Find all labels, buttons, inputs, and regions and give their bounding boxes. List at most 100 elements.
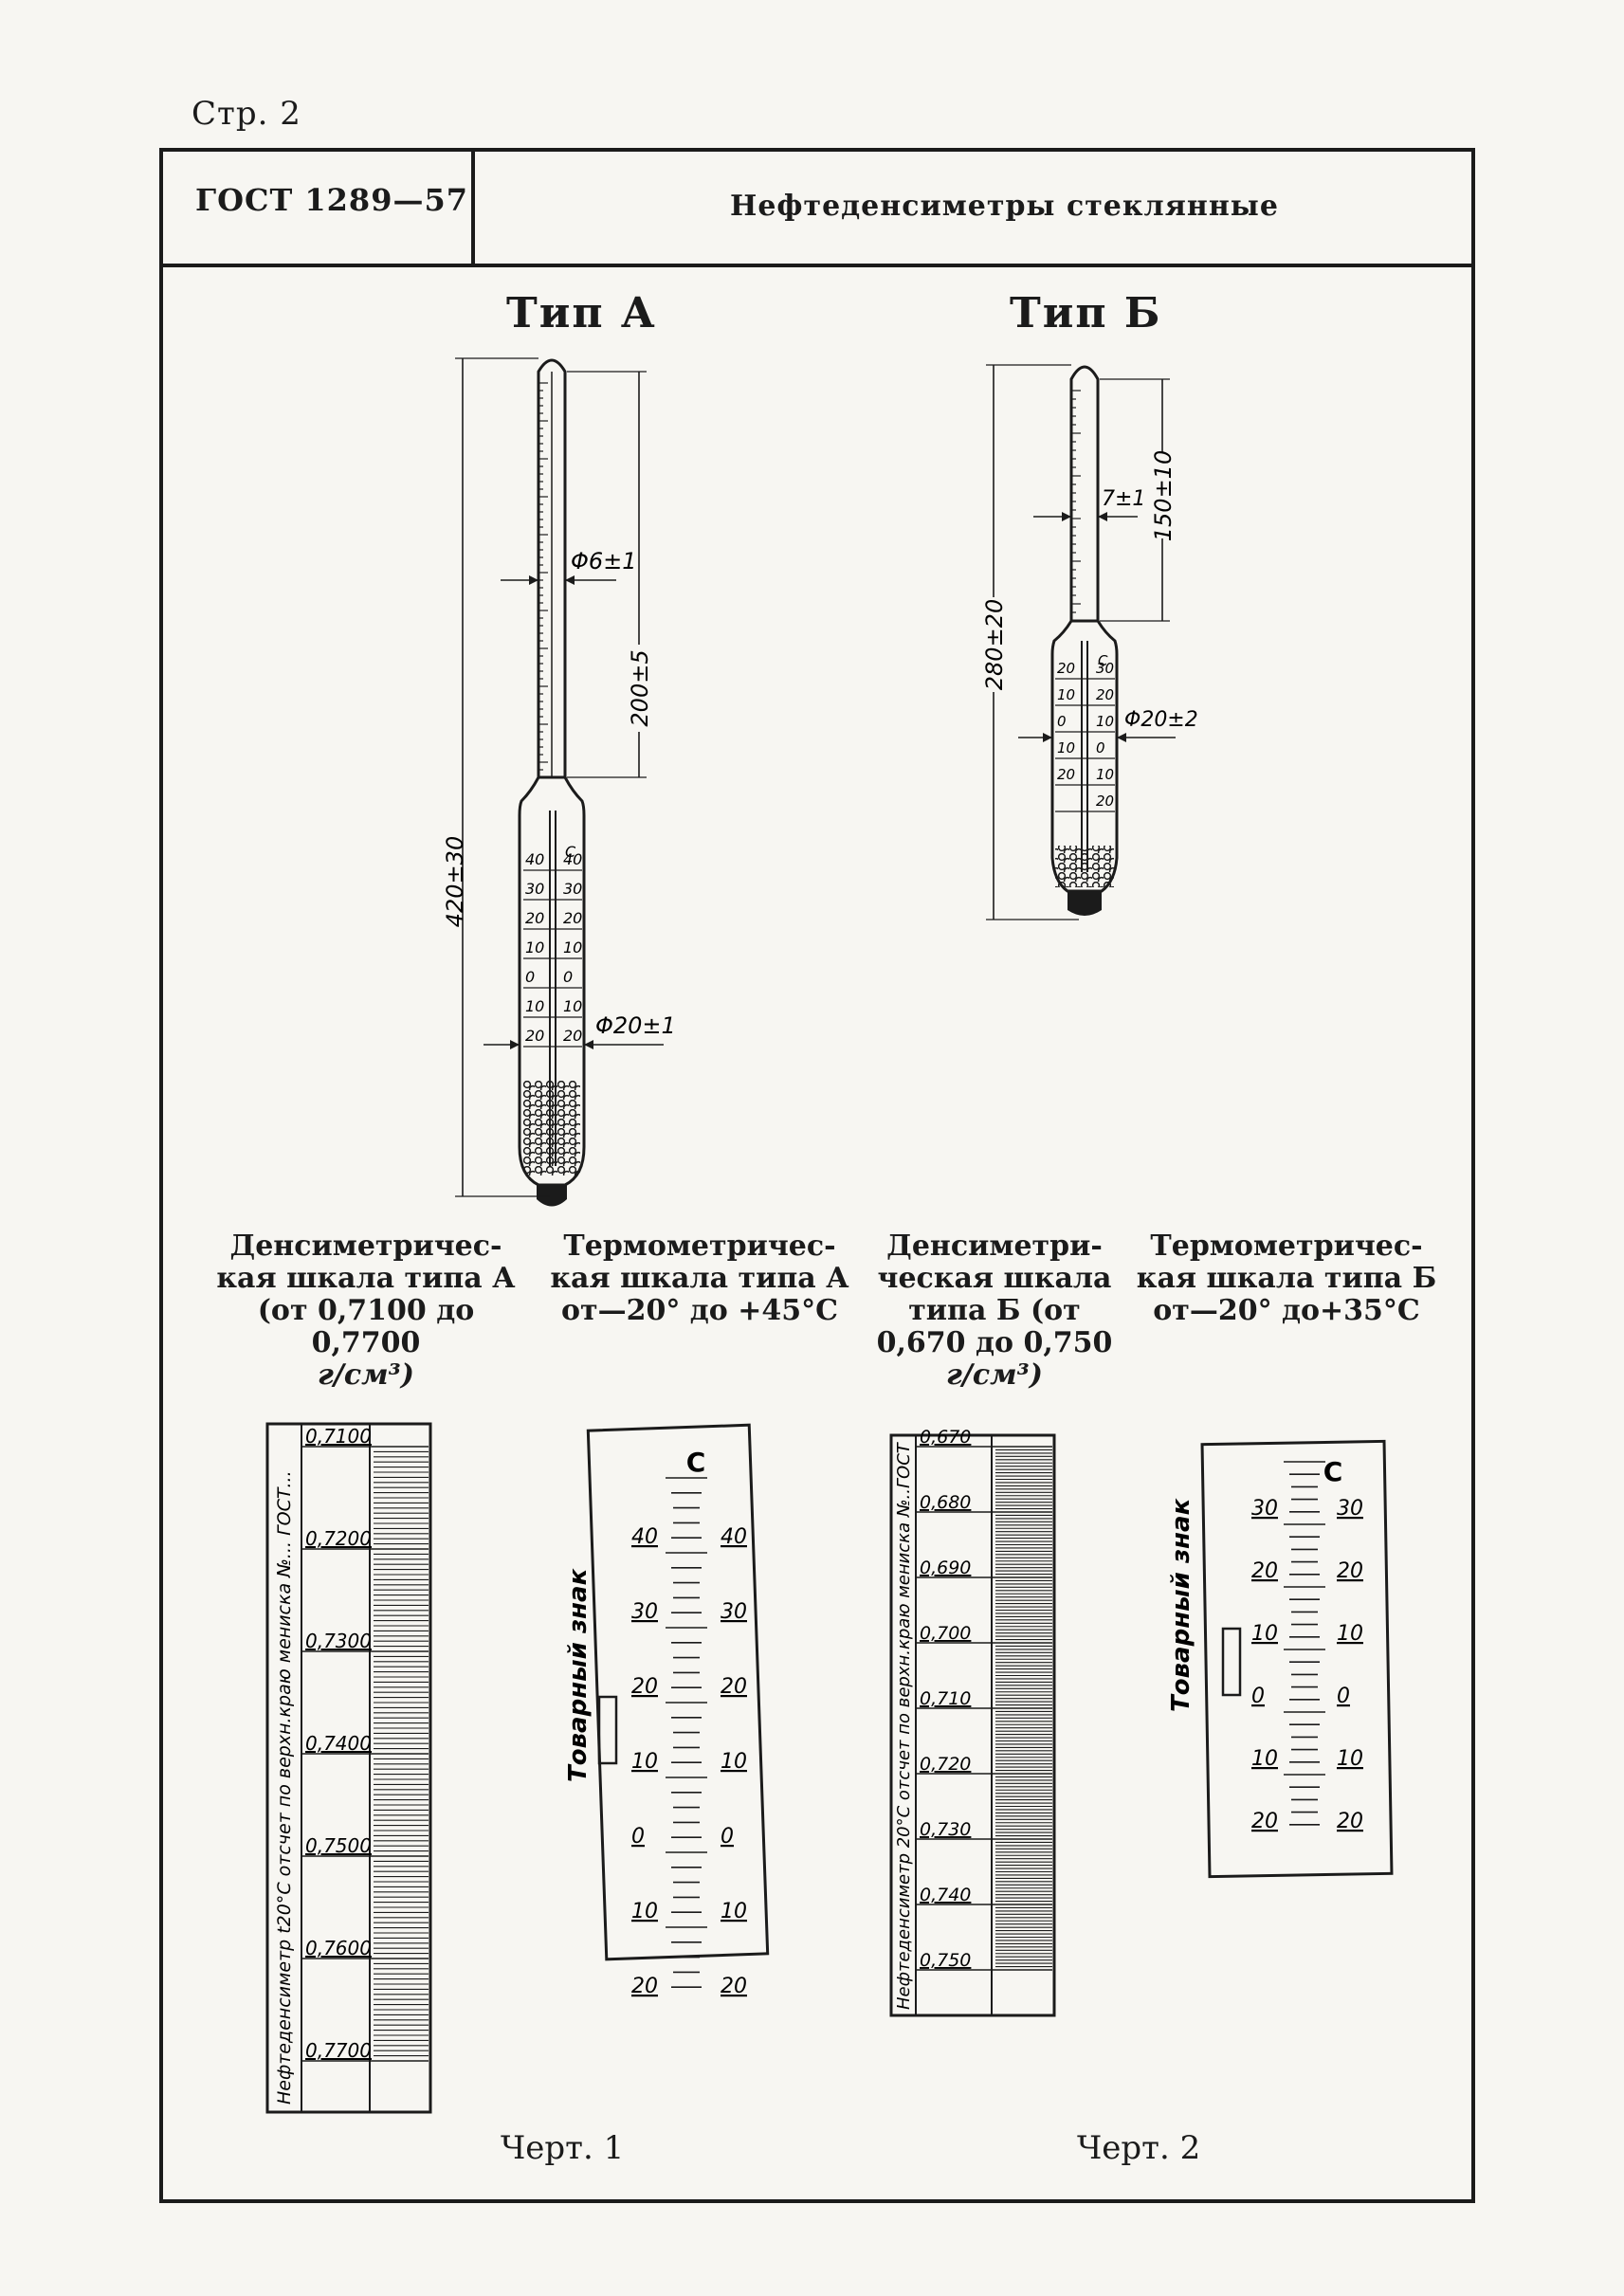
therm-left-label: 20 [631, 1975, 658, 1998]
therm-scale-b-unit: C [1323, 1456, 1343, 1487]
type-b-stem-diameter: 7±1 [1102, 487, 1145, 511]
caption-therm-b-line: от—20° до+35°С [1153, 1294, 1420, 1327]
type-b-stem-length: 150±10 [1150, 450, 1177, 541]
page-number: Стр. 2 [192, 95, 301, 133]
dens-value-label: 0,7100 [305, 1425, 372, 1448]
therm-left-label: 20 [1251, 1559, 1278, 1583]
therm-left-label: 10 [631, 1900, 658, 1923]
dens-value-label: 0,710 [920, 1688, 971, 1709]
caption-dens-b-line: г/см³) [946, 1358, 1043, 1392]
type-b-total-length: 280±20 [981, 599, 1008, 690]
caption-therm-b-line: Термометричес- [1150, 1230, 1423, 1263]
body-scale-right-label: 20 [1096, 793, 1114, 810]
caption-dens-a-line: Денсиметричес- [229, 1230, 502, 1263]
type-b-body-diameter: Φ20±2 [1124, 708, 1198, 732]
therm-right-label: 40 [721, 1525, 747, 1549]
body-scale-right-label: 10 [1096, 766, 1114, 783]
caption-dens-b: Денсиметри- ческая шкала типа Б (от 0,67… [867, 1230, 1122, 1392]
caption-therm-a-line: от—20° до +45°С [560, 1294, 838, 1327]
therm-scale-a-unit: C [686, 1447, 706, 1478]
therm-left-label: 10 [631, 1750, 658, 1774]
caption-dens-b-line: типа Б (от [908, 1294, 1081, 1327]
type-a-total-length: 420±30 [442, 836, 468, 927]
therm-right-label: 10 [1337, 1622, 1363, 1646]
body-scale-left-label: 0 [525, 968, 535, 986]
dens-value-label: 0,750 [920, 1950, 971, 1971]
therm-right-label: 20 [721, 1675, 747, 1699]
caption-dens-b-line: Денсиметри- [886, 1230, 1103, 1263]
body-scale-left-label: 10 [1057, 686, 1075, 703]
body-scale-left-label: 30 [525, 880, 544, 898]
type-a-stem-diameter: Φ6±1 [571, 548, 637, 574]
body-scale-right-label: 0 [1096, 739, 1105, 756]
caption-dens-a: Денсиметричес- кая шкала типа А (от 0,71… [207, 1230, 525, 1392]
dens-value-label: 0,7400 [305, 1732, 372, 1755]
standard-number: ГОСТ 1289—57 [195, 182, 468, 218]
body-scale-right-label: 30 [1096, 660, 1114, 677]
dens-value-label: 0,700 [920, 1623, 971, 1644]
body-scale-right-label: 40 [563, 850, 582, 868]
therm-scale-a-trademark: Товарный знак [564, 1567, 593, 1782]
dens-value-label: 0,730 [920, 1819, 971, 1840]
caption-dens-b-line: ческая шкала [877, 1262, 1112, 1295]
dens-scale-b: Нефтеденсиметр 20°C отсчет по верхн.краю… [889, 1427, 1056, 2017]
body-scale-unit: C [1098, 652, 1108, 669]
dens-value-label: 0,690 [920, 1558, 971, 1578]
therm-right-label: 20 [721, 1975, 747, 1998]
body-scale-left-label: 20 [1057, 660, 1075, 677]
body-scale-right-label: 10 [563, 997, 582, 1015]
dens-value-label: 0,7600 [305, 1937, 372, 1959]
therm-left-label: 10 [1251, 1622, 1278, 1646]
dens-value-label: 0,720 [920, 1754, 971, 1775]
dens-value-label: 0,7700 [305, 2039, 372, 2062]
body-scale-left-label: 10 [1057, 739, 1075, 756]
body-scale-left-label: 0 [1057, 713, 1067, 730]
therm-left-label: 20 [631, 1675, 658, 1699]
therm-left-label: 40 [631, 1525, 658, 1549]
therm-right-label: 0 [721, 1825, 734, 1849]
therm-right-label: 30 [1337, 1497, 1363, 1521]
document-title: Нефтеденсиметры стеклянные [730, 190, 1279, 223]
caption-therm-b: Термометричес- кая шкала типа Б от—20° д… [1130, 1230, 1443, 1327]
therm-left-label: 30 [631, 1600, 658, 1624]
caption-dens-b-line: 0,670 до 0,750 [876, 1326, 1113, 1359]
therm-left-label: 10 [1251, 1747, 1278, 1771]
type-b-label: Тип Б [1010, 289, 1162, 337]
type-a-label: Тип А [506, 289, 657, 337]
body-scale-right-label: 20 [1096, 686, 1114, 703]
body-scale-right-label: 20 [563, 1027, 582, 1045]
therm-left-label: 30 [1251, 1497, 1278, 1521]
header-divider [471, 152, 475, 264]
caption-therm-a: Термометричес- кая шкала типа А от—20° д… [548, 1230, 851, 1327]
therm-right-label: 30 [721, 1600, 747, 1624]
caption-therm-a-line: кая шкала типа А [550, 1262, 849, 1295]
therm-right-label: 10 [1337, 1747, 1363, 1771]
dens-value-label: 0,670 [920, 1427, 971, 1448]
therm-left-label: 0 [631, 1825, 645, 1849]
therm-right-label: 20 [1337, 1559, 1363, 1583]
body-scale-right-label: 0 [563, 968, 573, 986]
header-row [159, 148, 1471, 267]
body-scale-left-label: 20 [525, 1027, 544, 1045]
caption-dens-a-line: г/см³) [318, 1358, 414, 1392]
body-scale-unit: C [565, 843, 576, 861]
body-scale-right-label: 30 [563, 880, 582, 898]
caption-therm-a-line: Термометричес- [563, 1230, 836, 1263]
figure-2-label: Черт. 2 [1077, 2129, 1201, 2167]
therm-scale-b-trademark: Товарный знак [1167, 1497, 1195, 1712]
body-scale-left-label: 10 [525, 997, 544, 1015]
scale-drawings: Нефтеденсиметр t20°C отсчет по верхн.кра… [265, 1422, 1394, 2114]
dens-scale-b-label: Нефтеденсиметр 20°C отсчет по верхн.краю… [894, 1441, 914, 2010]
type-a-body-diameter: Φ20±1 [595, 1012, 676, 1039]
body-scale-left-label: 40 [525, 850, 544, 868]
caption-dens-a-line: (от 0,7100 до 0,7700 [257, 1294, 475, 1359]
dens-value-label: 0,740 [920, 1885, 971, 1905]
figure-1-label: Черт. 1 [501, 2129, 625, 2167]
dens-value-label: 0,7300 [305, 1630, 372, 1652]
body-scale-right-label: 20 [563, 909, 582, 927]
